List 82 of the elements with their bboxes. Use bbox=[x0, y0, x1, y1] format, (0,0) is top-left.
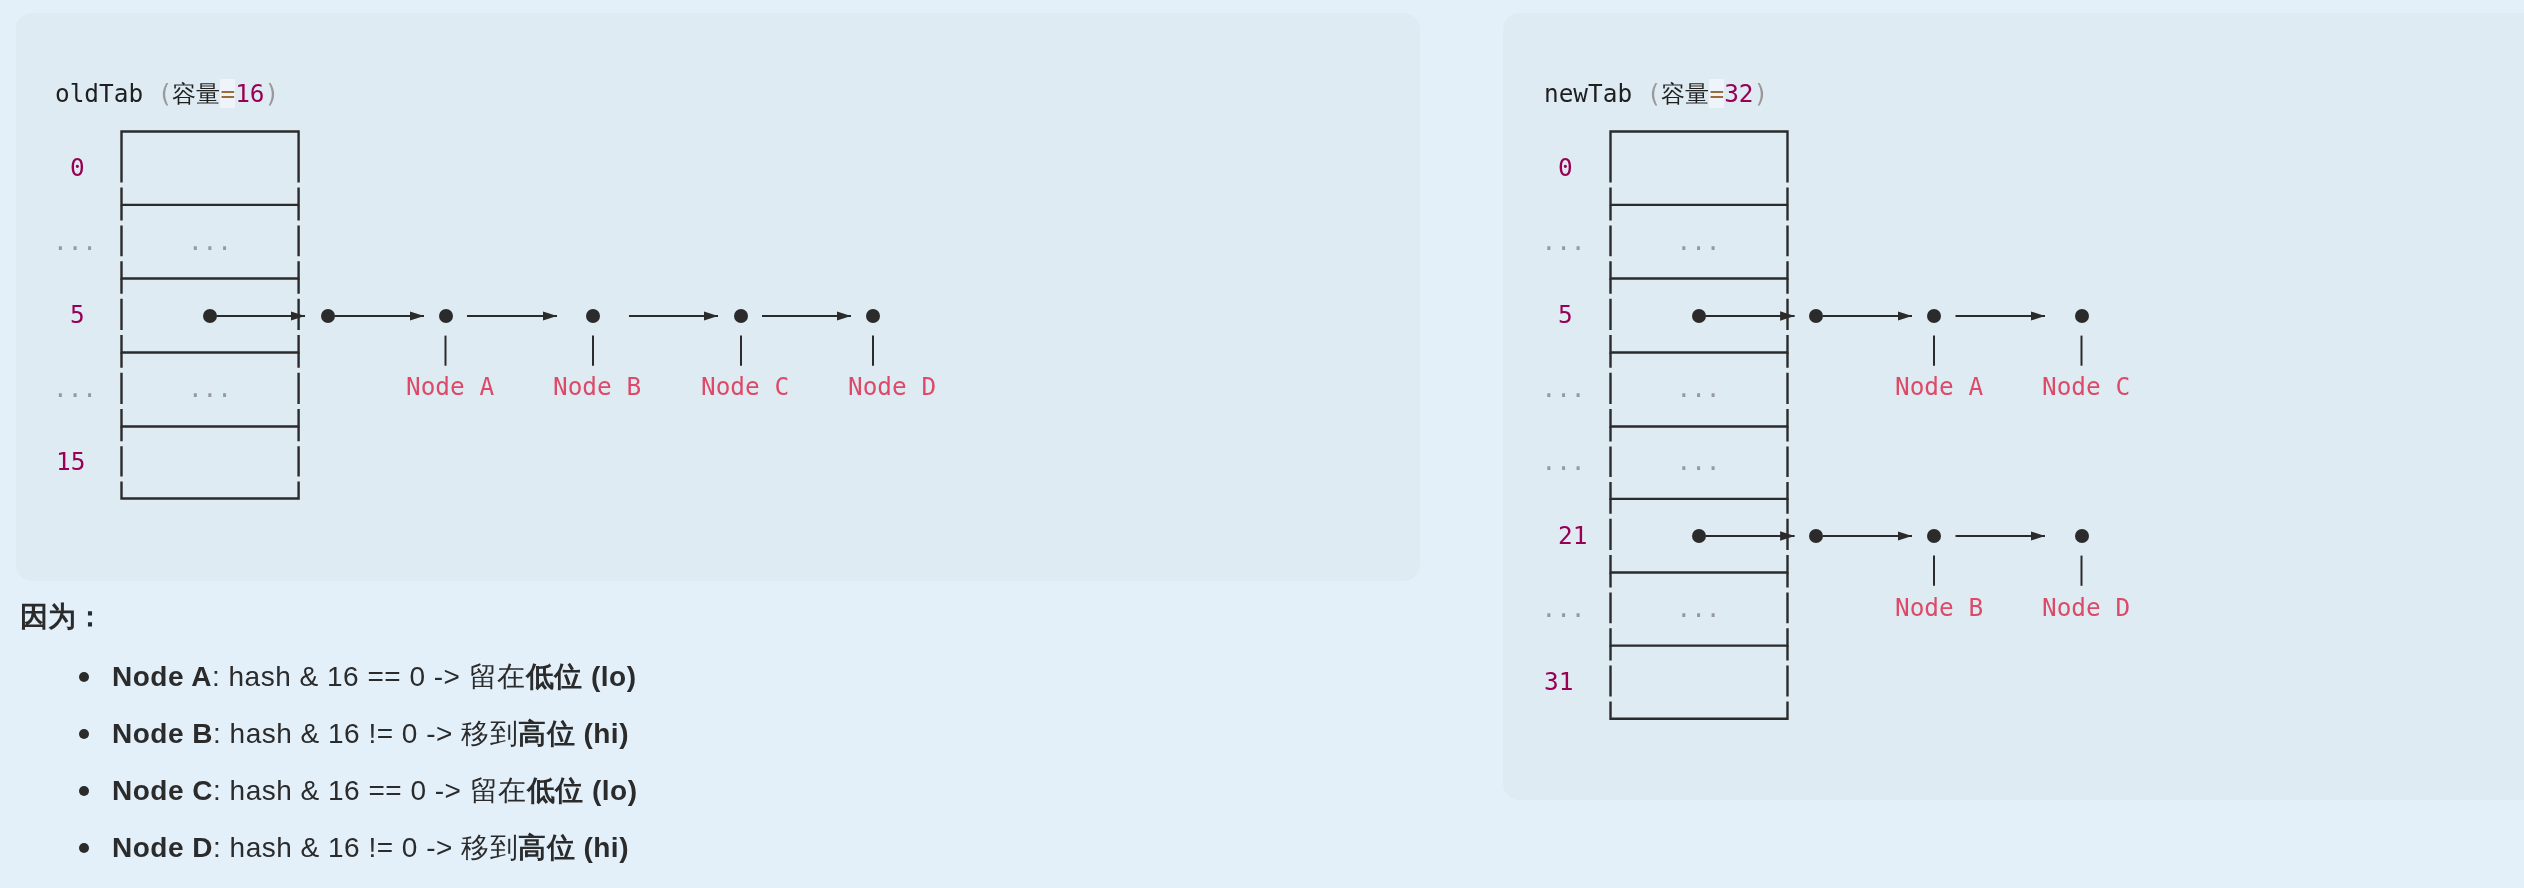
index-label: ... bbox=[1541, 447, 1586, 478]
arrow bbox=[1704, 531, 1796, 541]
code-panel bbox=[1503, 13, 2524, 800]
table-cell bbox=[1608, 424, 1789, 500]
arrow bbox=[1822, 311, 1913, 321]
table-cell bbox=[119, 276, 300, 354]
index-label: 31 bbox=[1544, 667, 1574, 698]
table-cell bbox=[119, 350, 300, 428]
index-label: 21 bbox=[1558, 520, 1588, 551]
list-item: Node C: hash & 16 == 0 -> 留在低位 (lo) bbox=[112, 774, 638, 808]
arrow bbox=[628, 311, 719, 321]
node-label: Node C bbox=[701, 372, 790, 403]
arrow bbox=[1954, 531, 2046, 541]
list-item: Node A: hash & 16 == 0 -> 留在低位 (lo) bbox=[112, 660, 637, 694]
dot-icon bbox=[202, 309, 217, 323]
list-item: Node B: hash & 16 != 0 -> 移到高位 (hi) bbox=[112, 717, 629, 751]
dot-icon bbox=[1809, 529, 1823, 543]
index-label: 0 bbox=[1558, 153, 1573, 184]
index-label: 0 bbox=[70, 153, 85, 184]
cell-text: ... bbox=[1676, 594, 1721, 625]
node-label: Node D bbox=[2042, 592, 2131, 623]
table-cell bbox=[119, 203, 300, 280]
node-label: Node D bbox=[848, 372, 937, 403]
table-cell bbox=[1608, 571, 1789, 648]
index-label: 5 bbox=[1558, 300, 1573, 330]
arrow bbox=[333, 311, 425, 321]
dot-icon bbox=[1927, 529, 1941, 543]
leader-line bbox=[1933, 554, 1935, 587]
cell-text: ... bbox=[1676, 374, 1721, 404]
leader-line bbox=[740, 334, 742, 367]
dot-icon bbox=[2074, 529, 2089, 543]
table-cell bbox=[1608, 203, 1789, 280]
leader-line bbox=[1933, 334, 1935, 367]
node-label: Node B bbox=[1895, 592, 1984, 623]
node-label: Node A bbox=[1895, 372, 1984, 403]
leader-line bbox=[872, 334, 874, 367]
dot-icon bbox=[866, 309, 880, 323]
cell-text: ... bbox=[187, 226, 232, 257]
dot-icon bbox=[438, 309, 453, 323]
table-cell bbox=[119, 130, 300, 207]
table-cell bbox=[1608, 497, 1789, 574]
index-label: ... bbox=[53, 374, 98, 404]
dot-icon bbox=[2074, 309, 2089, 323]
cell-text: ... bbox=[1676, 226, 1721, 257]
index-label: ... bbox=[53, 226, 98, 257]
section-heading: 因为： bbox=[19, 600, 104, 634]
dot-icon bbox=[1691, 309, 1706, 323]
cell-text: ... bbox=[187, 374, 232, 404]
index-label: 15 bbox=[56, 447, 86, 477]
dot-icon bbox=[1691, 529, 1706, 543]
cell-text: ... bbox=[1676, 447, 1721, 478]
arrow bbox=[215, 311, 306, 321]
arrow bbox=[761, 311, 852, 321]
arrow bbox=[1954, 311, 2046, 321]
table-cell bbox=[1608, 130, 1789, 207]
panel-title: newTab (容量=32) bbox=[1544, 78, 1769, 109]
list-item: Node D: hash & 16 != 0 -> 移到高位 (hi) bbox=[112, 831, 629, 865]
index-label: ... bbox=[1541, 374, 1586, 404]
leader-line bbox=[2080, 554, 2083, 587]
arrow bbox=[1704, 311, 1796, 321]
code-panel bbox=[16, 13, 1420, 581]
table-cell bbox=[1608, 644, 1789, 721]
panel-title: oldTab (容量=16) bbox=[55, 78, 280, 109]
dot-icon bbox=[1927, 309, 1941, 323]
index-label: ... bbox=[1541, 594, 1586, 625]
table-cell bbox=[1608, 350, 1789, 428]
arrow bbox=[1822, 531, 1913, 541]
leader-line bbox=[592, 334, 594, 367]
node-label: Node C bbox=[2042, 372, 2131, 403]
leader-line bbox=[444, 334, 447, 367]
arrow bbox=[466, 311, 558, 321]
table-cell bbox=[119, 424, 300, 500]
dot-icon bbox=[1809, 309, 1823, 323]
index-label: 5 bbox=[70, 300, 85, 330]
dot-icon bbox=[320, 309, 335, 323]
dot-icon bbox=[586, 309, 600, 323]
node-label: Node B bbox=[553, 372, 642, 403]
dot-icon bbox=[734, 309, 748, 323]
table-cell bbox=[1608, 276, 1789, 354]
index-label: ... bbox=[1541, 226, 1586, 257]
node-label: Node A bbox=[406, 372, 495, 403]
leader-line bbox=[2080, 334, 2083, 367]
